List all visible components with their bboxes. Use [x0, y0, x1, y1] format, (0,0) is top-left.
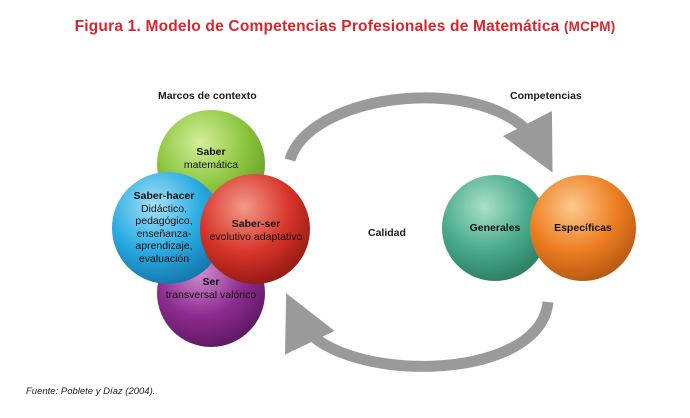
generales-text: Generales [469, 222, 521, 234]
figure-source: Fuente: Poblete y Díaz (2004). [26, 386, 156, 397]
label-competencias: Competencias [510, 90, 582, 102]
figure-title: Figura 1. Modelo de Competencias Profesi… [0, 18, 690, 36]
ser-title: Ser [202, 276, 220, 288]
saber-ser-subtitle: evolutivo adaptativo [209, 230, 303, 243]
saber-ser-text: Saber-ser evolutivo adaptativo [198, 218, 314, 243]
especificas-circle [530, 175, 636, 281]
saber-hacer-line: pedagógico, [135, 215, 193, 227]
saber-ser-title: Saber-ser [231, 218, 281, 230]
saber-title: Saber [196, 146, 226, 158]
saber-subtitle: matemática [183, 158, 239, 171]
saber-hacer-text: Saber-hacer Didáctico, pedagógico, enseñ… [117, 190, 211, 265]
label-calidad: Calidad [368, 227, 406, 239]
ser-subtitle: transversal valórico [165, 288, 257, 301]
saber-hacer-line: enseñanza- [136, 227, 192, 240]
generales-circle [442, 175, 548, 281]
saber-hacer-line: Didáctico, [140, 202, 188, 215]
label-marcos-contexto: Marcos de contexto [158, 90, 257, 102]
saber-ser-circle [200, 174, 310, 284]
saber-hacer-title: Saber-hacer [133, 190, 195, 202]
saber-hacer-line: aprendizaje, [135, 240, 193, 252]
especificas-text: Específicas [554, 222, 612, 234]
saber-text: Saber matemática [166, 146, 256, 171]
saber-hacer-circle [112, 172, 224, 284]
figure-title-text: Figura 1. Modelo de Competencias Profesi… [74, 18, 560, 35]
figure-title-abbr: (MCPM) [563, 19, 616, 34]
saber-hacer-line: evaluación [138, 252, 190, 265]
ser-text: Ser transversal valórico [150, 276, 272, 301]
lower-arrow [285, 293, 554, 372]
upper-arrow [284, 92, 553, 173]
